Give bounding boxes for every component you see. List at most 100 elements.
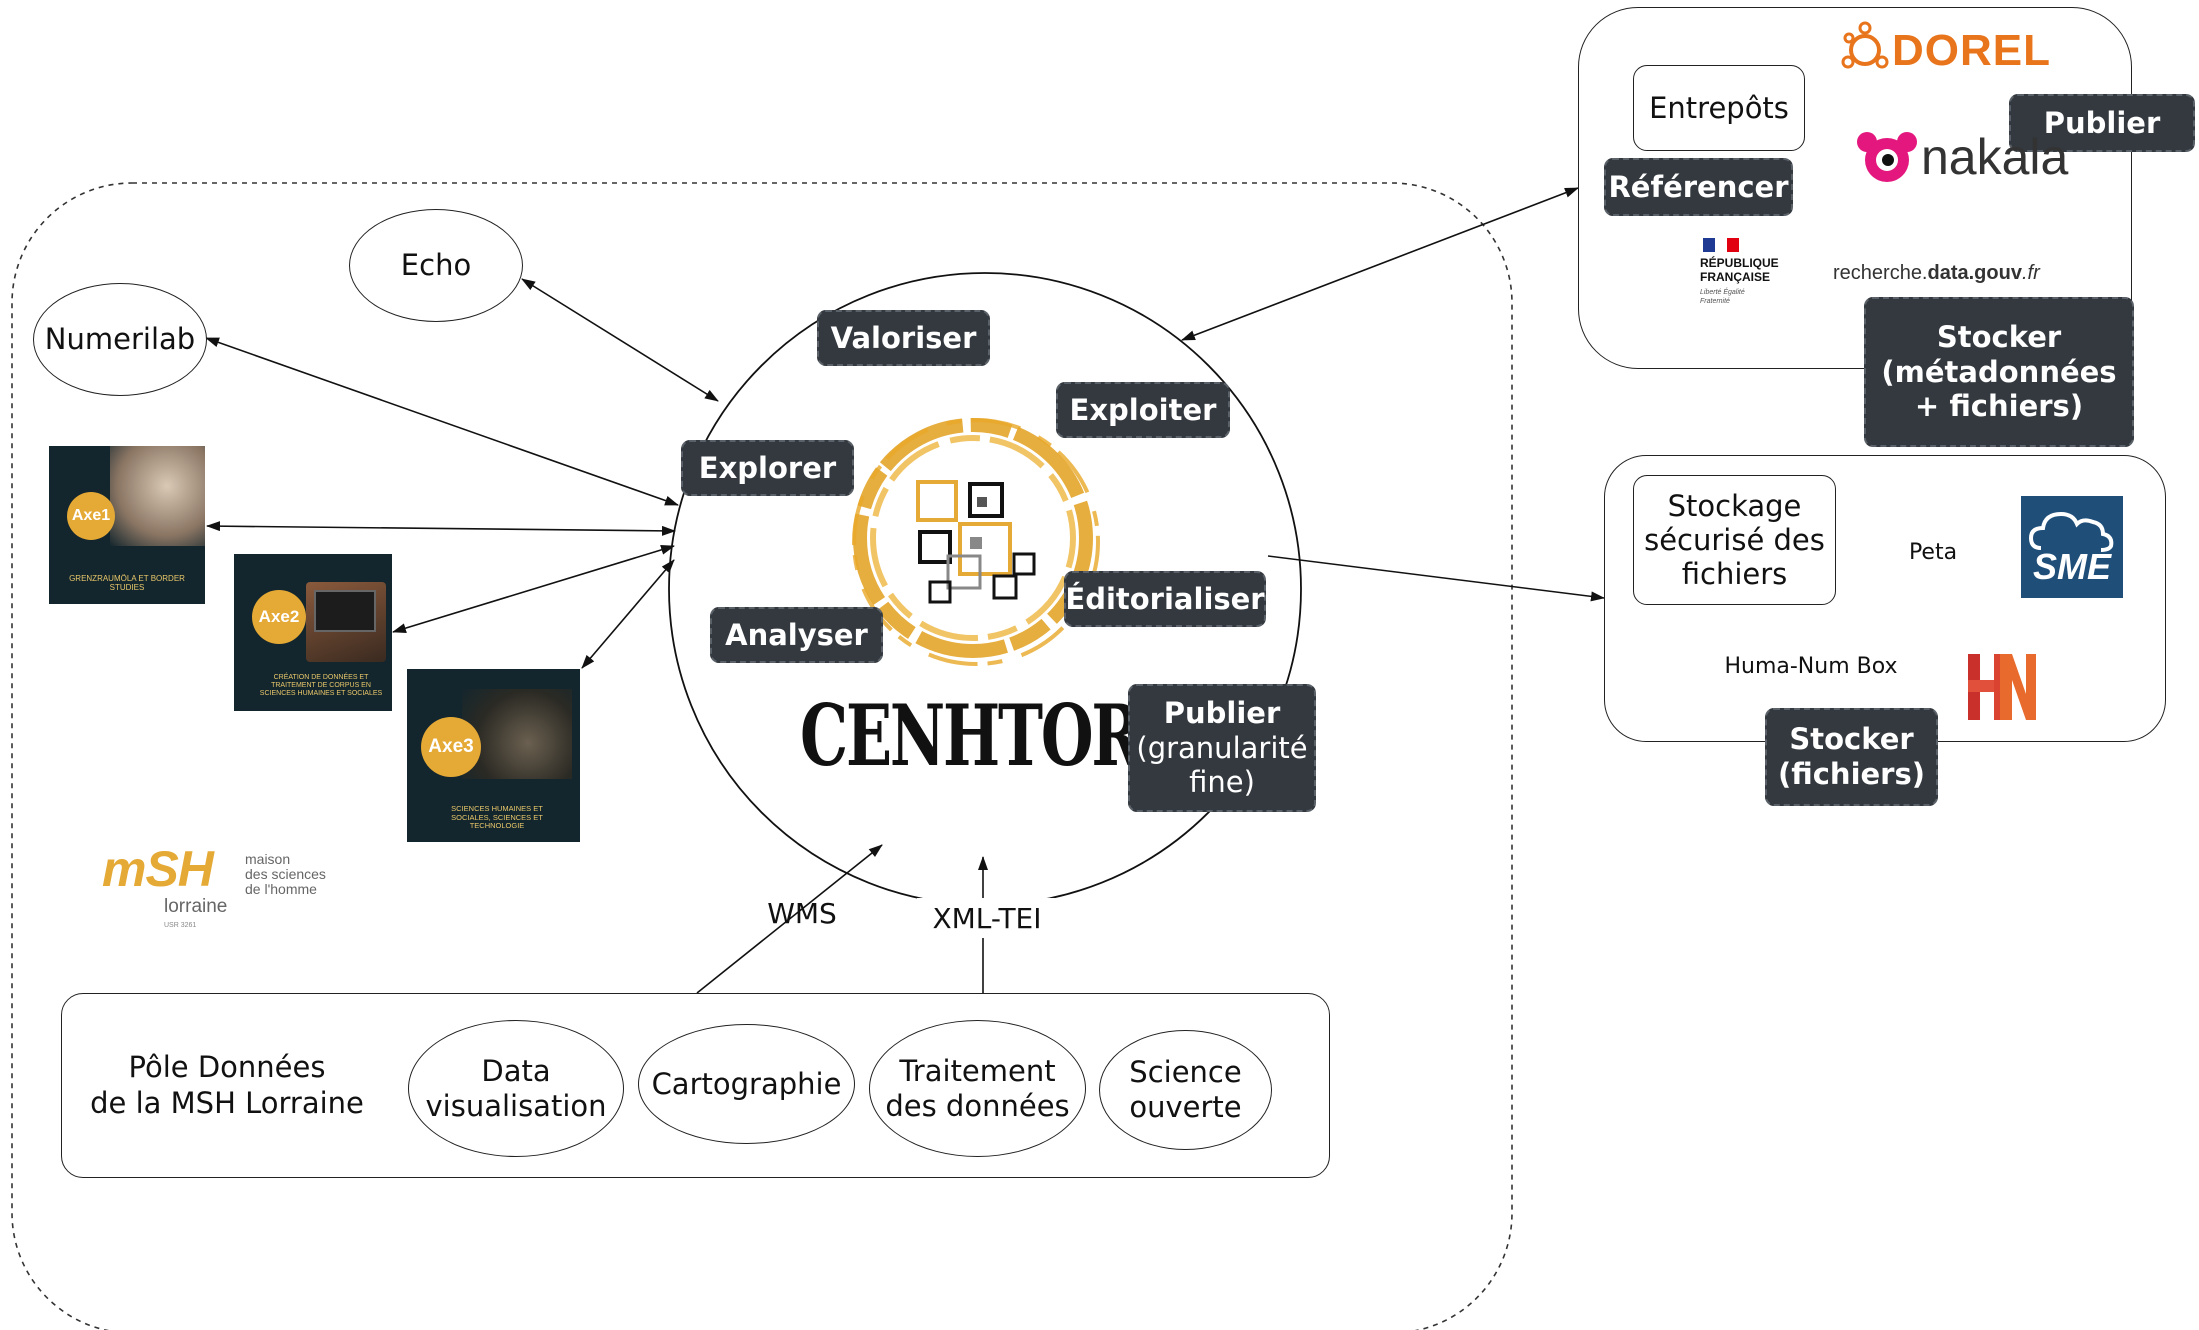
msh-logo-line3: de l'homme xyxy=(245,881,317,897)
republique-motto: Liberté Égalité Fraternité xyxy=(1700,289,1745,305)
msh-lorraine-logo: mSH maison des sciences de l'homme lorra… xyxy=(102,841,342,936)
tag-valoriser: Valoriser xyxy=(817,310,990,366)
node-entrepots: Entrepôts xyxy=(1633,65,1805,151)
pole-item-science-ouverte: Science ouverte xyxy=(1099,1030,1272,1150)
republique-line1: RÉPUBLIQUE xyxy=(1700,256,1779,270)
republique-line2: FRANÇAISE xyxy=(1700,270,1771,284)
tag-publier-fine: Publier (granularité fine) xyxy=(1128,684,1316,812)
tag-explorer: Explorer xyxy=(681,440,854,496)
cenhtor-wordmark-text: CENHTOR xyxy=(800,685,1142,785)
nakala-wordmark: nakala xyxy=(1921,129,2069,185)
axe2-badge: Axe2 xyxy=(258,607,300,626)
recherche-suffix: .fr xyxy=(2021,262,2040,284)
tag-explorer-label: Explorer xyxy=(698,450,837,485)
recherche-bold: data.gouv xyxy=(1927,262,2022,284)
tag-stocker-fichiers: Stocker (fichiers) xyxy=(1765,708,1938,806)
label-humanum-box: Huma-Num Box xyxy=(1716,648,1906,684)
tag-analyser-label: Analyser xyxy=(725,617,868,652)
nakala-logo: nakala xyxy=(1855,124,2085,194)
node-numerilab-label: Numerilab xyxy=(44,322,196,357)
tag-valoriser-label: Valoriser xyxy=(830,320,977,355)
edge-axe1 xyxy=(206,521,676,536)
axe3-badge: Axe3 xyxy=(428,736,474,757)
axe1-image: Axe1 Grenzraumöla et border studies xyxy=(49,446,205,604)
label-humanum-box-text: Huma-Num Box xyxy=(1724,653,1898,679)
nakala-mascot-icon xyxy=(1857,132,1917,182)
recherche-prefix: recherche. xyxy=(1833,262,1928,284)
label-xml-tei: XML-TEI xyxy=(917,898,1057,938)
node-numerilab: Numerilab xyxy=(33,283,207,396)
pole-item-dataviz: Data visualisation xyxy=(408,1020,624,1157)
pole-item-traitement-line2: des données xyxy=(885,1088,1070,1123)
dorel-network-icon xyxy=(1841,21,1889,69)
stockage-line2: sécurisé des xyxy=(1644,523,1825,557)
pole-item-dataviz-line1: Data xyxy=(481,1053,551,1088)
label-wms-text: WMS xyxy=(767,896,837,930)
stocker-meta-line1: Stocker xyxy=(1936,319,2062,354)
axe3-caption: Sciences humaines et sociales, sciences … xyxy=(451,804,543,831)
tag-referencer: Référencer xyxy=(1604,158,1793,216)
edge-axe3 xyxy=(581,559,675,669)
pole-item-traitement: Traitement des données xyxy=(869,1020,1086,1157)
edge-echo xyxy=(521,278,719,402)
cenhtor-wordmark: CENHTOR xyxy=(800,680,1142,790)
tag-publier-fine-detail: (granularité fine) xyxy=(1136,730,1308,800)
hn-logo-icon xyxy=(1968,654,2036,720)
stocker-meta-line2: (métadonnées xyxy=(1881,354,2117,389)
msh-logo-line1: maison xyxy=(245,851,291,867)
label-peta-text: Peta xyxy=(1908,539,1958,565)
tag-publier-label: Publier xyxy=(2043,105,2161,140)
stocker-files-line2: (fichiers) xyxy=(1777,757,1925,791)
label-peta: Peta xyxy=(1888,530,1978,574)
pole-item-science-line2: ouverte xyxy=(1129,1090,1242,1124)
pole-title-line1: Pôle Données xyxy=(128,1050,326,1084)
pole-title-line2: de la MSH Lorraine xyxy=(90,1086,364,1120)
french-flag-icon xyxy=(1703,238,1739,252)
tag-stocker-metadonnees: Stocker (métadonnées + fichiers) xyxy=(1864,297,2134,447)
pole-item-traitement-line1: Traitement xyxy=(899,1053,1056,1088)
msh-logo-mark: mSH xyxy=(102,841,214,897)
msh-logo-code: USR 3261 xyxy=(164,922,197,929)
node-entrepots-label: Entrepôts xyxy=(1649,90,1789,125)
pole-item-dataviz-line2: visualisation xyxy=(425,1088,607,1123)
edge-storage xyxy=(1267,555,1605,602)
edge-numerilab xyxy=(205,337,679,506)
msh-logo-line2: des sciences xyxy=(245,866,326,882)
msh-logo-city: lorraine xyxy=(164,896,228,917)
sme-wordmark: SME xyxy=(2032,546,2111,587)
dorel-wordmark: DOREL xyxy=(1892,26,2051,75)
tag-analyser: Analyser xyxy=(710,607,883,663)
node-stockage-securise: Stockage sécurisé des fichiers xyxy=(1633,475,1836,605)
label-xml-tei-text: XML-TEI xyxy=(932,901,1042,935)
tag-referencer-label: Référencer xyxy=(1608,169,1789,204)
stockage-line1: Stockage xyxy=(1667,489,1802,523)
pole-item-cartographie-label: Cartographie xyxy=(651,1066,842,1101)
pole-donnees-title: Pôle Données de la MSH Lorraine xyxy=(80,1045,374,1125)
axe1-caption: Grenzraumöla et border studies xyxy=(69,574,185,593)
node-echo: Echo xyxy=(349,209,523,322)
dorel-logo: DOREL xyxy=(1840,20,2060,80)
node-echo-label: Echo xyxy=(400,248,472,283)
edge-axe2 xyxy=(392,545,675,633)
axe3-image: Axe3 Sciences humaines et sociales, scie… xyxy=(407,669,580,842)
edge-wms xyxy=(696,844,883,994)
edge-repositories xyxy=(1181,187,1579,341)
stockage-line3: fichiers xyxy=(1681,557,1788,591)
recherche-data-gouv-logo: recherche.data.gouv.fr xyxy=(1833,262,2073,292)
label-wms: WMS xyxy=(752,893,852,933)
tag-exploiter-label: Exploiter xyxy=(1069,392,1217,427)
stocker-files-line1: Stocker xyxy=(1789,722,1914,757)
tag-publier: Publier xyxy=(2009,94,2195,152)
cloud-icon xyxy=(2028,511,2114,552)
pole-item-science-line1: Science xyxy=(1129,1055,1242,1090)
pole-item-cartographie: Cartographie xyxy=(638,1024,855,1144)
tag-editorialiser-label: Éditorialiser xyxy=(1065,581,1265,616)
axe2-image: Axe2 Création de données et traitement d… xyxy=(234,554,392,711)
sme-logo: SME xyxy=(2021,496,2123,598)
tag-editorialiser: Éditorialiser xyxy=(1064,571,1266,627)
cenhtor-swirl-icon xyxy=(852,418,1100,666)
tag-publier-fine-title: Publier xyxy=(1163,695,1281,730)
ecosystem-boundary xyxy=(11,182,1513,1330)
tag-exploiter: Exploiter xyxy=(1056,382,1230,438)
